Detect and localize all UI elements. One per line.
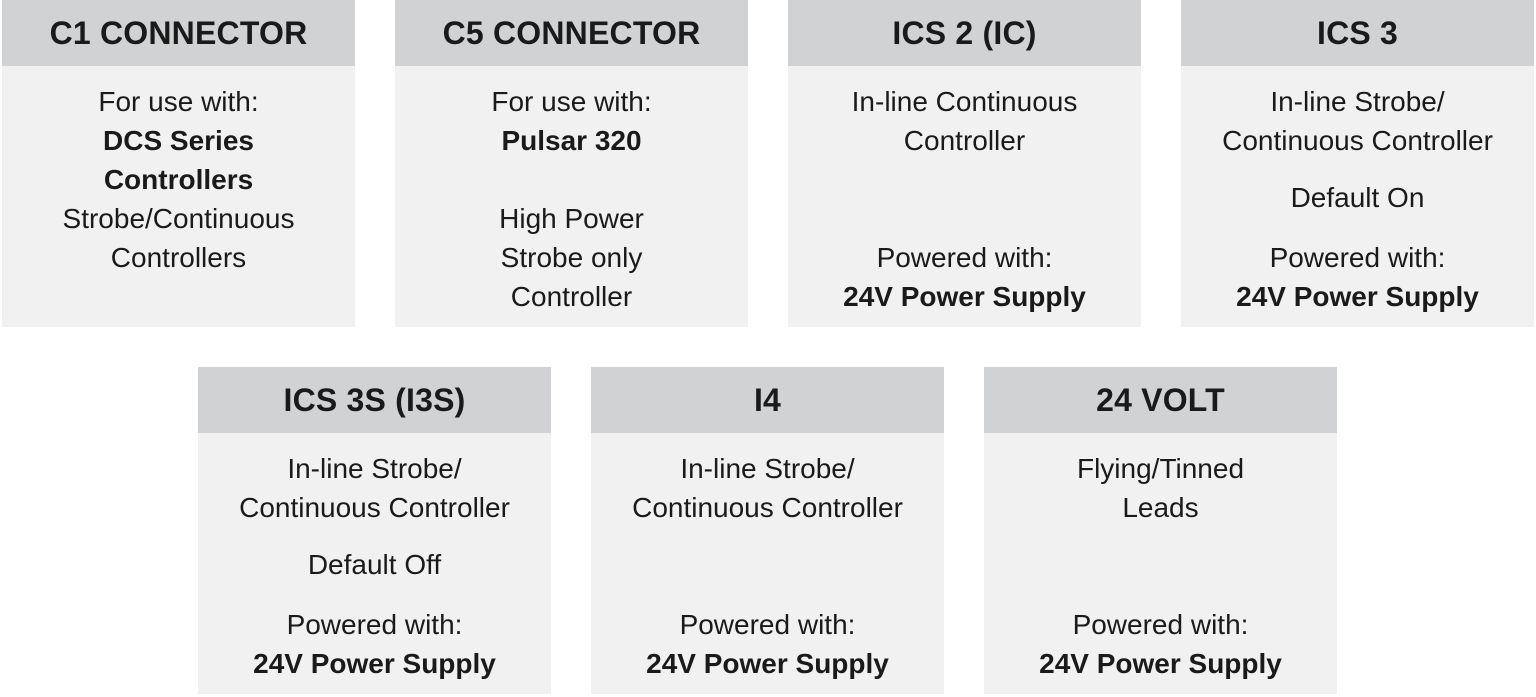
card-line: Strobe only (500, 242, 643, 273)
card-line: Pulsar 320 (501, 125, 642, 156)
card-line: Powered with: (679, 609, 856, 640)
card-line: 24V Power Supply (646, 648, 889, 679)
card-title: ICS 3 (1181, 0, 1534, 66)
card-title: C5 CONNECTOR (395, 0, 748, 66)
card-line: Powered with: (1269, 242, 1446, 273)
card-title: 24 VOLT (984, 367, 1337, 433)
card-ics-2: ICS 2 (IC) In-line Continuous Controller… (788, 0, 1141, 327)
card-body: For use with: DCS Series Controllers Str… (2, 66, 355, 327)
card-i4: I4 In-line Strobe/ Continuous Controller… (591, 367, 944, 694)
card-body: Flying/Tinned Leads Powered with: 24V Po… (984, 433, 1337, 694)
card-line: In-line Strobe/ (680, 453, 855, 484)
card-line: Continuous Controller (239, 492, 510, 523)
card-body: In-line Strobe/ Continuous Controller De… (198, 433, 551, 694)
card-line: Continuous Controller (1222, 125, 1493, 156)
card-line: Default On (1290, 182, 1425, 213)
card-line: Controllers (110, 242, 247, 273)
card-line: Continuous Controller (632, 492, 903, 523)
card-line: Powered with: (1072, 609, 1249, 640)
card-line: Flying/Tinned (1076, 453, 1245, 484)
card-title: ICS 3S (I3S) (198, 367, 551, 433)
card-line: Powered with: (876, 242, 1053, 273)
card-line: Powered with: (286, 609, 463, 640)
card-ics-3: ICS 3 In-line Strobe/ Continuous Control… (1181, 0, 1534, 327)
card-line: Leads (1122, 492, 1199, 523)
card-line: DCS Series (103, 125, 254, 156)
card-ics-3s: ICS 3S (I3S) In-line Strobe/ Continuous … (198, 367, 551, 694)
card-body: In-line Continuous Controller Powered wi… (788, 66, 1141, 327)
card-line: Strobe/Continuous (62, 203, 295, 234)
card-line: Controllers (103, 164, 254, 195)
card-line: 24V Power Supply (843, 281, 1086, 312)
card-body: In-line Strobe/ Continuous Controller Po… (591, 433, 944, 694)
card-c5-connector: C5 CONNECTOR For use with: Pulsar 320 Hi… (395, 0, 748, 327)
card-line: In-line Strobe/ (287, 453, 462, 484)
card-line: High Power (499, 203, 644, 234)
card-line: 24V Power Supply (1039, 648, 1282, 679)
card-c1-connector: C1 CONNECTOR For use with: DCS Series Co… (2, 0, 355, 327)
card-title: C1 CONNECTOR (2, 0, 355, 66)
card-line: For use with: (491, 86, 652, 117)
card-24-volt: 24 VOLT Flying/Tinned Leads Powered with… (984, 367, 1337, 694)
card-line: 24V Power Supply (253, 648, 496, 679)
card-title: I4 (591, 367, 944, 433)
card-line: Controller (510, 281, 633, 312)
card-line: For use with: (98, 86, 259, 117)
card-body: In-line Strobe/ Continuous Controller De… (1181, 66, 1534, 327)
card-title: ICS 2 (IC) (788, 0, 1141, 66)
card-body: For use with: Pulsar 320 High Power Stro… (395, 66, 748, 327)
card-line: Default Off (307, 549, 442, 580)
card-line: In-line Continuous (851, 86, 1078, 117)
card-line: Controller (903, 125, 1026, 156)
card-line: 24V Power Supply (1236, 281, 1479, 312)
card-line: In-line Strobe/ (1270, 86, 1445, 117)
